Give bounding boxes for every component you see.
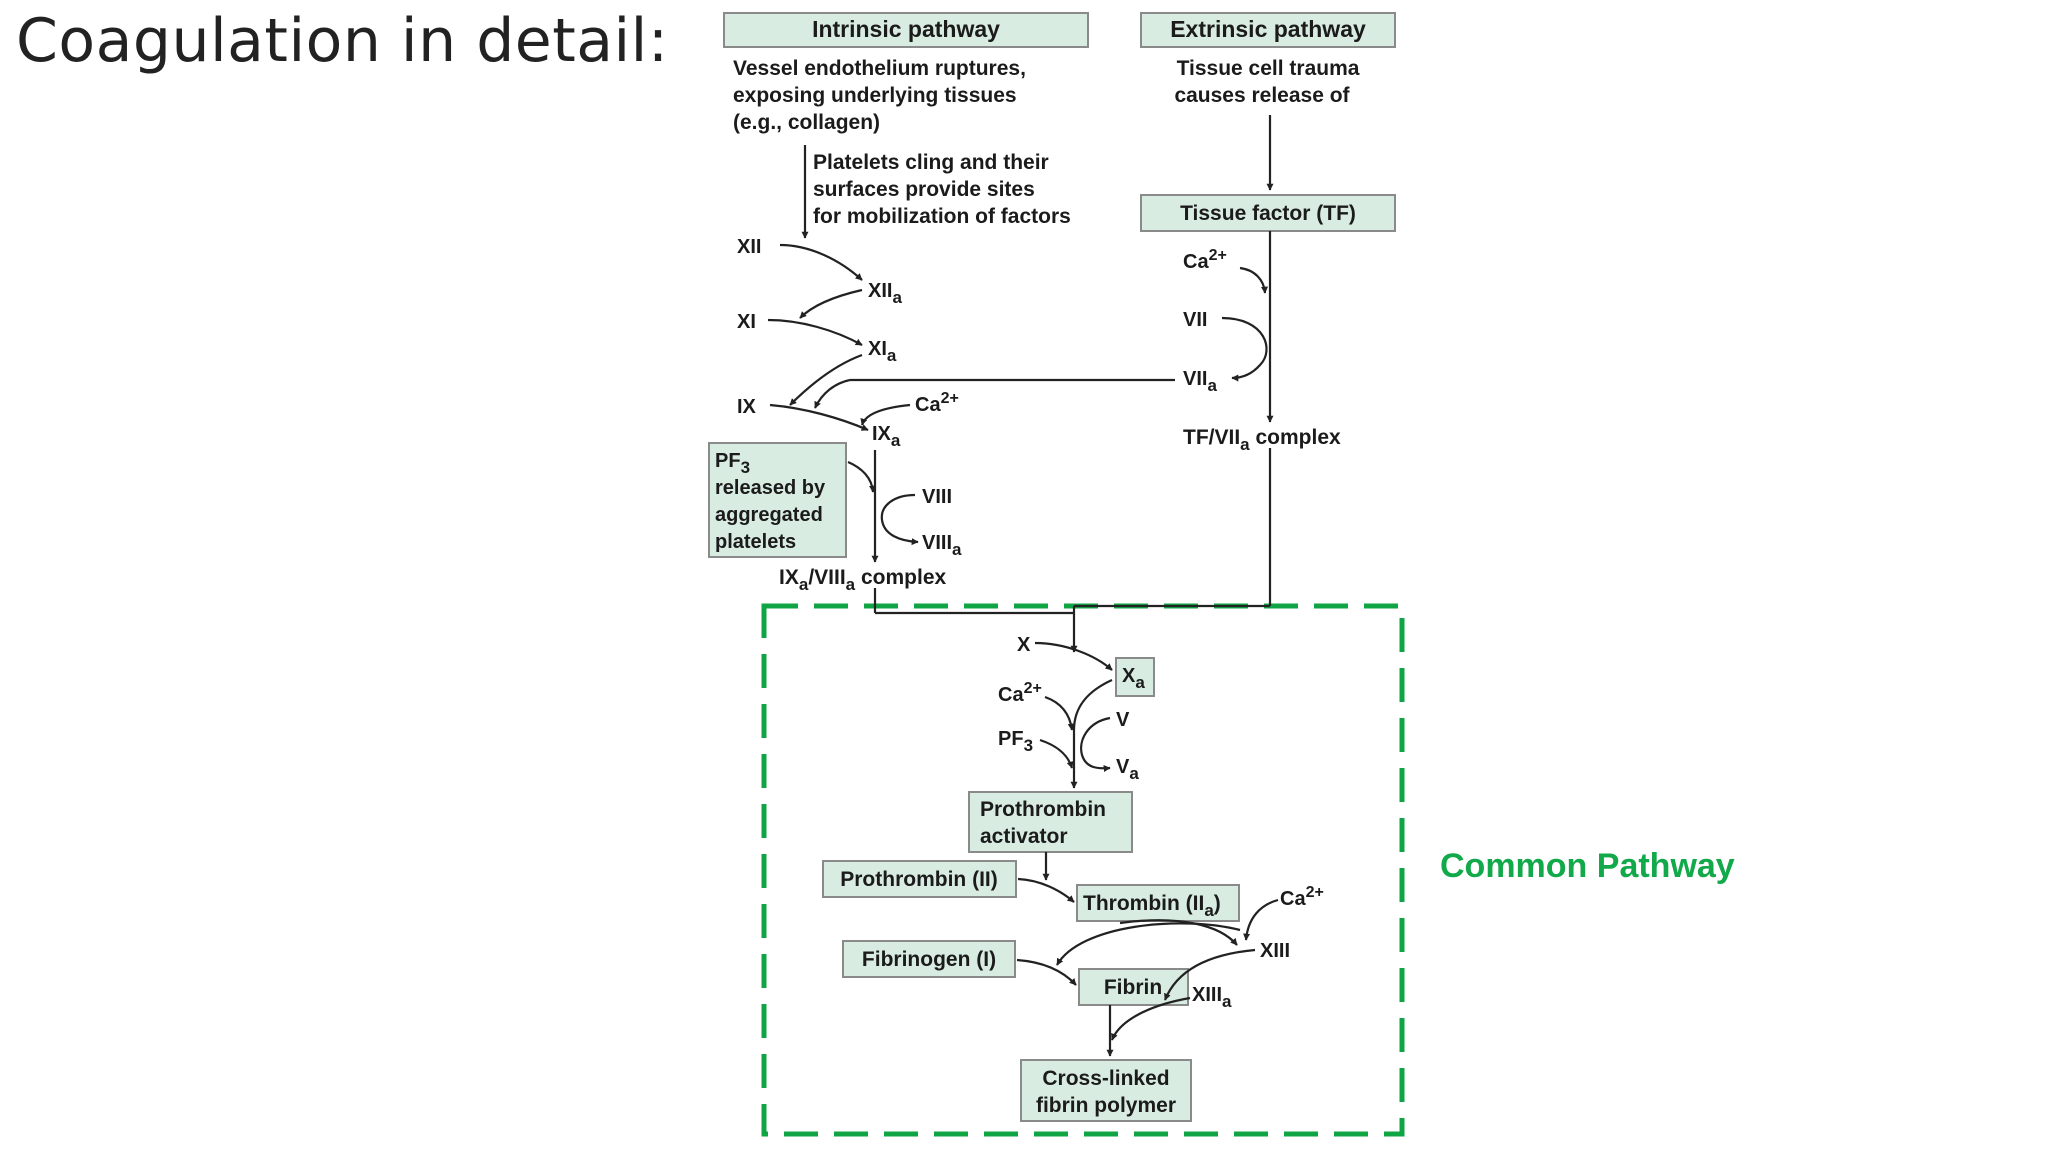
prothrombin-box	[822, 860, 1017, 898]
intrinsic-calcium: Ca2+	[915, 390, 959, 416]
polymer-line-1: Cross-linked	[1042, 1067, 1169, 1090]
extrinsic-desc-2: causes release of	[1174, 84, 1350, 107]
factor-viia: VIIa	[1183, 368, 1217, 395]
factor-v: V	[1116, 709, 1130, 731]
pf3-box-line-1: PF3	[715, 450, 750, 477]
factor-ixa: IXa	[872, 423, 901, 450]
factor-ix: IX	[737, 396, 757, 418]
intrinsic-desc-3: (e.g., collagen)	[733, 111, 880, 134]
thrombin-calcium: Ca2+	[1280, 884, 1324, 910]
thrombin-box	[1076, 884, 1240, 922]
tissue-factor-box	[1140, 194, 1396, 232]
fibrinogen-box	[842, 940, 1016, 978]
pf3-box-line-4: platelets	[715, 531, 796, 553]
factor-xiiia: XIIIa	[1192, 984, 1232, 1011]
pf3-box	[708, 442, 847, 558]
extrinsic-desc-1: Tissue cell trauma	[1177, 57, 1360, 80]
common-pf3: PF3	[998, 728, 1033, 755]
intrinsic-desc-2: exposing underlying tissues	[733, 84, 1017, 107]
fibrinogen-label: Fibrinogen (I)	[862, 948, 996, 971]
platelets-note-3: for mobilization of factors	[813, 205, 1071, 228]
factor-xa: Xa	[1122, 665, 1145, 692]
factor-xiia: XIIa	[868, 280, 902, 307]
extrinsic-calcium: Ca2+	[1183, 247, 1227, 273]
prothrombin-activator-line-2: activator	[980, 825, 1068, 848]
platelets-note-1: Platelets cling and their	[813, 151, 1049, 174]
intrinsic-desc-1: Vessel endothelium ruptures,	[733, 57, 1026, 80]
connectors	[767, 115, 1279, 1057]
extrinsic-header-box	[1140, 12, 1396, 48]
polymer-line-2: fibrin polymer	[1036, 1094, 1176, 1117]
factor-x: X	[1017, 634, 1031, 656]
common-calcium: Ca2+	[998, 680, 1042, 706]
factor-xii: XII	[737, 236, 761, 258]
tissue-factor-label: Tissue factor (TF)	[1180, 202, 1356, 225]
tf-viia-complex: TF/VIIa complex	[1183, 426, 1341, 454]
factor-viiia: VIIIa	[922, 532, 962, 559]
xa-box	[1115, 657, 1155, 697]
polymer-box	[1020, 1059, 1192, 1122]
platelets-note-2: surfaces provide sites	[813, 178, 1035, 201]
factor-va: Va	[1116, 756, 1139, 783]
prothrombin-activator-box	[968, 791, 1133, 853]
pf3-box-line-3: aggregated	[715, 504, 823, 526]
factor-xiii: XIII	[1260, 940, 1290, 962]
intrinsic-header: Intrinsic pathway	[812, 16, 1000, 42]
factor-vii: VII	[1183, 309, 1207, 331]
ixa-viiia-complex: IXa/VIIIa complex	[779, 566, 946, 594]
common-pathway-label: Common Pathway	[1440, 847, 1735, 885]
slide-title: Coagulation in detail:	[16, 6, 669, 76]
intrinsic-header-box	[723, 12, 1089, 48]
extrinsic-header: Extrinsic pathway	[1170, 16, 1366, 42]
factor-viii: VIII	[922, 486, 952, 508]
thrombin-label: Thrombin (IIa)	[1083, 892, 1221, 920]
prothrombin-label: Prothrombin (II)	[840, 868, 997, 891]
factor-xia: XIa	[868, 338, 897, 365]
factor-xi: XI	[737, 311, 756, 333]
pf3-box-line-2: released by	[715, 477, 826, 499]
fibrin-label: Fibrin	[1104, 976, 1162, 999]
prothrombin-activator-line-1: Prothrombin	[980, 798, 1106, 821]
